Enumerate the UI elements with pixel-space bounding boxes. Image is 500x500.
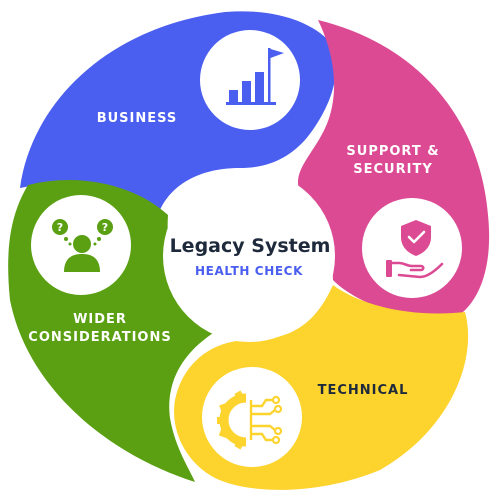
business-icon-circle	[200, 30, 300, 130]
wider-considerations-label-line2: CONSIDERATIONS	[28, 330, 171, 345]
support-security-label-line2: SECURITY	[353, 162, 432, 177]
svg-text:?: ?	[102, 221, 108, 234]
bar-chart-flag-icon	[226, 48, 284, 105]
technical-label: TECHNICAL	[318, 383, 409, 398]
svg-text:?: ?	[57, 221, 63, 234]
shield-hand-icon	[386, 220, 444, 279]
business-label: BUSINESS	[97, 111, 178, 126]
wider-considerations-label-line1: WIDER	[73, 312, 127, 327]
center-circle	[163, 170, 335, 342]
person-question-icon: ? ?	[52, 219, 113, 272]
support-security-label-line1: SUPPORT &	[346, 144, 439, 159]
center-subtitle: HEALTH CHECK	[195, 264, 303, 278]
center-title: Legacy System	[170, 235, 331, 257]
gear-circuit-icon	[217, 390, 283, 450]
